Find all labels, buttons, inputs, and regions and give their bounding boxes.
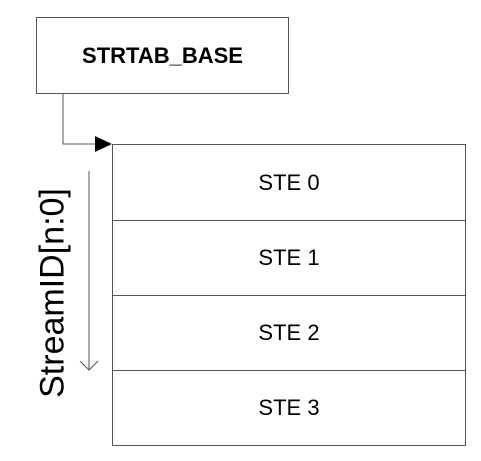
ste-label: STE 0	[258, 169, 320, 195]
ste-label: STE 1	[258, 245, 320, 270]
ste-label: STE 2	[258, 320, 320, 345]
base-to-table-connector	[62, 94, 98, 145]
down-arrow-icon	[79, 360, 99, 371]
ste-label: STE 3	[258, 395, 320, 420]
ste-row-2: STE 2	[113, 295, 465, 370]
strtab-base-box: STRTAB_BASE	[36, 17, 289, 94]
ste-row-3: STE 3	[113, 370, 465, 445]
ste-row-0: STE 0	[113, 145, 465, 220]
ste-row-1: STE 1	[113, 220, 465, 295]
strtab-base-label: STRTAB_BASE	[82, 42, 243, 68]
arrowhead-icon	[95, 136, 112, 152]
stream-id-label: StreamID[n:0]	[33, 188, 72, 398]
stream-table: STE 0 STE 1 STE 2 STE 3	[112, 144, 466, 446]
